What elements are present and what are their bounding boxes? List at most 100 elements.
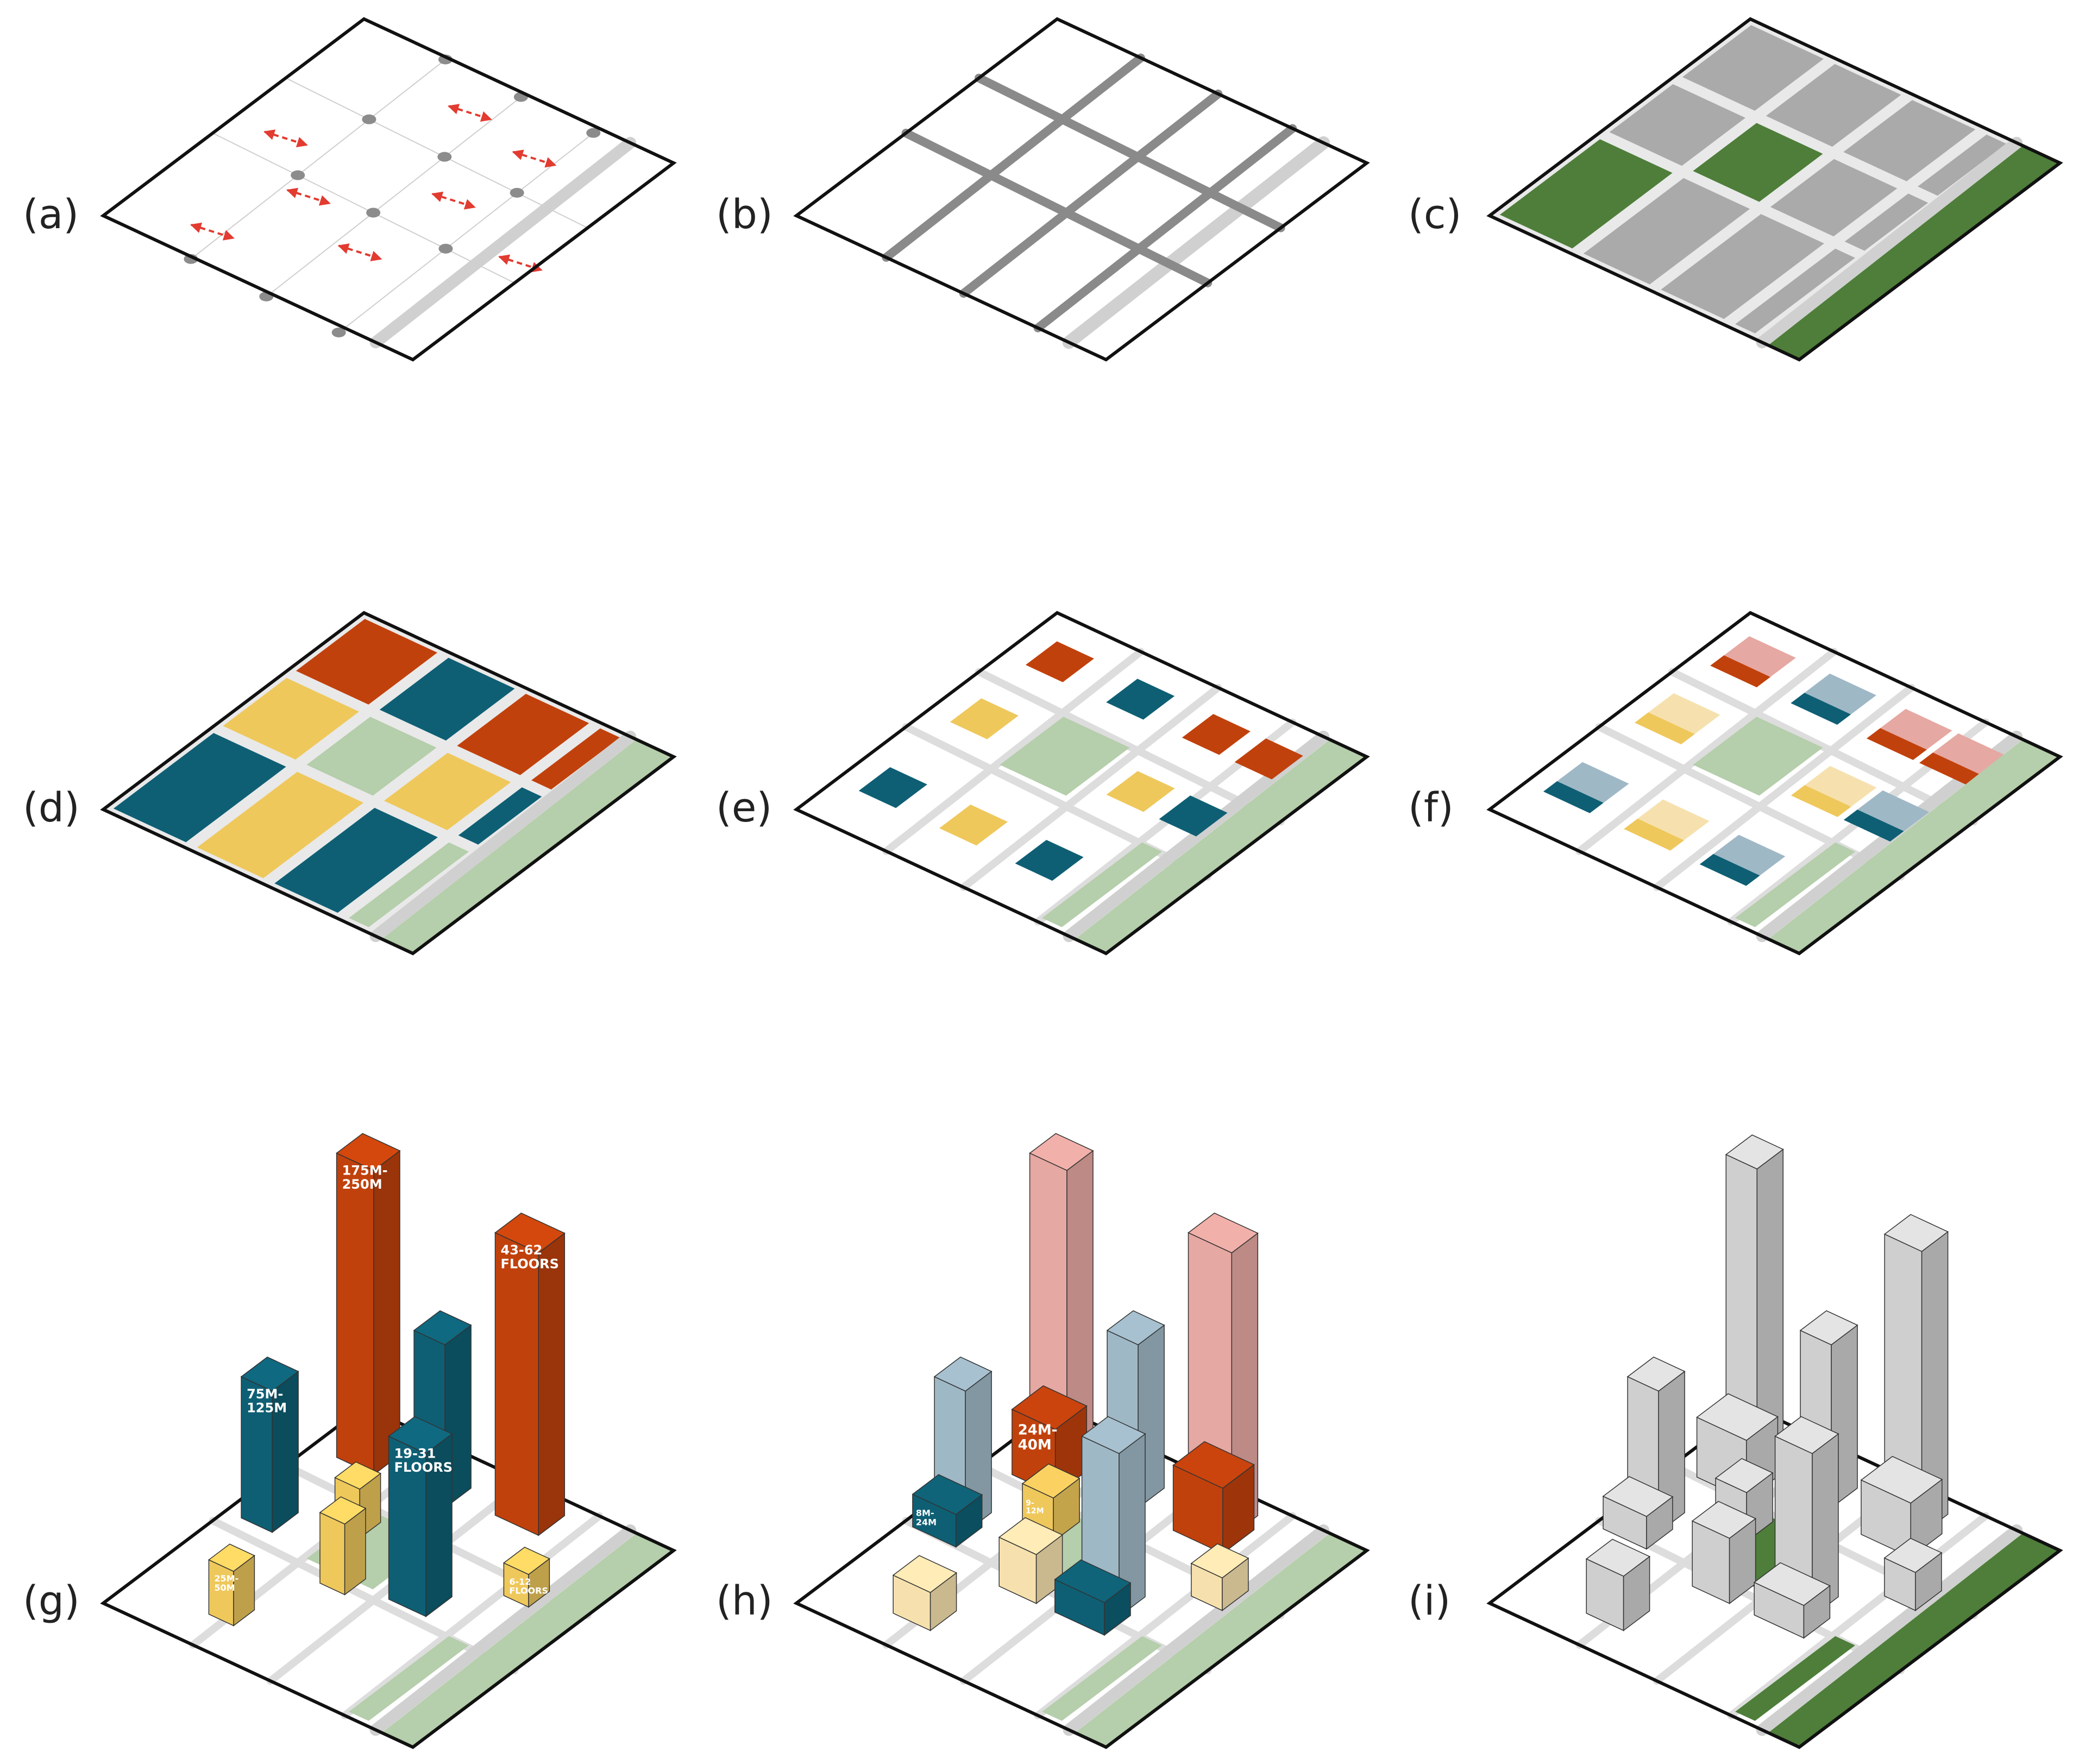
development-block — [1766, 64, 1901, 147]
rail-corridor — [1756, 136, 2023, 349]
box-face-top — [1190, 1543, 1249, 1579]
road-line — [1033, 124, 1297, 332]
height-tag-g_commercial_tall: 175M-250M — [342, 1163, 388, 1192]
zoning-block-office — [379, 657, 515, 741]
panel-labels: (a) (b) (c) (d) (e) (f) (g) (h) (i) — [23, 191, 1461, 1624]
height-tag-g_residential_front: 25M-50M — [214, 1573, 238, 1593]
box-face-top — [1172, 1441, 1255, 1489]
box-face-top — [1188, 1213, 1259, 1253]
park-block — [1499, 139, 1673, 249]
linear-park — [382, 1533, 674, 1747]
panel-label-i: (i) — [1408, 1578, 1450, 1624]
box-face-top — [1883, 1214, 1949, 1252]
height-tag-g_office_left: 75M-125M — [247, 1386, 287, 1415]
building-residential-right — [503, 1547, 550, 1608]
zoning-block-residential — [223, 677, 359, 760]
frontage-strip-office — [1543, 781, 1604, 813]
rail-corridor — [369, 730, 637, 943]
plot-footprint-office — [1159, 795, 1228, 837]
box-face-top — [388, 1416, 453, 1454]
panel-label-e: (e) — [716, 784, 772, 831]
road-line — [1668, 668, 1978, 826]
box-face-left — [336, 1152, 374, 1476]
frontage-strip-commercial — [1919, 752, 1980, 784]
podium-residential — [892, 1555, 958, 1631]
road-line — [882, 53, 1145, 262]
panel-d — [100, 611, 677, 956]
pedestrian-flow-arrow — [448, 104, 492, 122]
plot-footprint-commercial — [1025, 641, 1094, 682]
podium-residential — [1190, 1543, 1249, 1611]
box-face-top — [1753, 1562, 1831, 1606]
massing-building — [1725, 1134, 1784, 1474]
box-face-top — [1021, 1463, 1081, 1499]
pedestrian-flow-arrow — [337, 243, 382, 261]
panel-b — [793, 17, 1370, 362]
box-face-top — [319, 1496, 367, 1525]
road-line — [901, 128, 1213, 287]
panel-c — [1486, 17, 2063, 362]
box-face-top — [208, 1543, 255, 1572]
height-tag-h-residential: 9-12M — [1026, 1499, 1044, 1516]
box-face-top — [1860, 1455, 1943, 1504]
building-commercial-tall — [336, 1133, 401, 1476]
panel-label-h: (h) — [716, 1578, 773, 1624]
development-block — [1770, 159, 1898, 237]
plate-outline — [793, 611, 1370, 956]
rail-corridor — [369, 136, 637, 349]
plot-footprint-office — [858, 767, 927, 808]
box-face-top — [1054, 1559, 1132, 1603]
box-face-top — [1626, 1357, 1686, 1392]
box-face-top — [1081, 1416, 1146, 1454]
frontage-strip-office — [1843, 809, 1904, 842]
panel-label-b: (b) — [716, 191, 773, 238]
plot-footprint-office — [1106, 679, 1175, 720]
panel-label-f: (f) — [1408, 784, 1454, 831]
box-face-top — [1883, 1537, 1943, 1573]
box-face-top — [1774, 1416, 1839, 1454]
box-face-top — [1696, 1393, 1779, 1441]
rail-corridor — [1063, 1524, 1330, 1736]
rail-corridor — [1756, 1524, 2023, 1736]
linear-park — [1075, 1533, 1367, 1747]
zoning-block-commercial — [296, 619, 437, 705]
linear-park — [1075, 739, 1367, 953]
grid-node — [362, 114, 376, 124]
frontage-strip-residential — [1624, 818, 1684, 851]
plot-footprint-residential — [939, 805, 1008, 846]
road-line — [269, 93, 526, 294]
box-face-top — [1029, 1133, 1094, 1171]
box-face-right — [373, 1150, 400, 1476]
building-residential-mid — [319, 1496, 367, 1596]
development-block — [1843, 100, 1976, 181]
plate-outline — [1486, 1404, 2063, 1749]
box-face-top — [503, 1547, 550, 1575]
box-face-top — [892, 1555, 958, 1593]
frontage-strip-commercial — [1710, 655, 1770, 688]
road-line — [1727, 1512, 1990, 1719]
park-block — [349, 1636, 469, 1721]
podium-office — [912, 1474, 983, 1548]
road-line — [959, 683, 1222, 892]
box-face-top — [334, 1461, 382, 1490]
linear-park — [1768, 1533, 2060, 1747]
plate-outline — [100, 611, 677, 956]
building-commercial-right — [494, 1213, 566, 1536]
plate-base — [796, 19, 1367, 360]
plate-outline — [793, 1404, 1370, 1749]
road-line — [975, 668, 1285, 826]
rail-corridor — [1062, 136, 1330, 349]
road-line — [1653, 683, 1915, 892]
box-face-top — [240, 1357, 299, 1392]
pedestrian-flow-arrow — [431, 191, 476, 210]
panel-label-c: (c) — [1408, 191, 1461, 238]
zoning-block-residential — [384, 752, 511, 831]
panel-label-g: (g) — [23, 1578, 80, 1624]
plate-base — [103, 19, 674, 360]
zoning-block-park — [306, 717, 437, 796]
box-face-left — [319, 1511, 346, 1596]
box-face-top — [998, 1517, 1064, 1555]
box-face-top — [1714, 1458, 1774, 1493]
